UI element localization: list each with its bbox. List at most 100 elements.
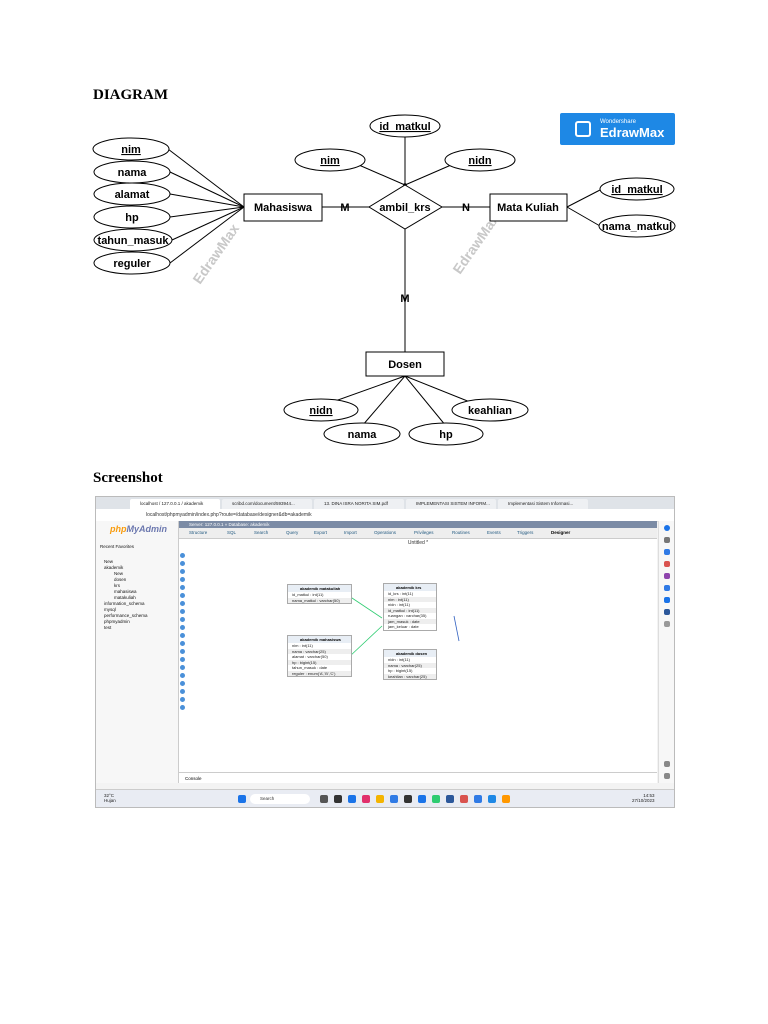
table-title[interactable]: akademik mahasiswa bbox=[288, 636, 351, 643]
tree-item[interactable]: New bbox=[104, 559, 114, 564]
word-icon[interactable] bbox=[664, 609, 670, 615]
person-icon[interactable] bbox=[664, 573, 670, 579]
taskbar-app-icon[interactable] bbox=[460, 795, 468, 803]
attr-mahasiswa-hp: hp bbox=[125, 212, 139, 224]
edrawmax-brand-small: Wondershare bbox=[600, 119, 636, 125]
designer-tool-icon[interactable] bbox=[180, 641, 185, 646]
tree-item[interactable]: matakuliah bbox=[114, 595, 136, 600]
tree-item[interactable]: akademik bbox=[104, 565, 124, 570]
tab-structure[interactable]: Structure bbox=[189, 530, 208, 535]
designer-tool-icon[interactable] bbox=[180, 697, 185, 702]
designer-tool-icon[interactable] bbox=[180, 625, 185, 630]
cardinality-down: M bbox=[400, 293, 409, 305]
taskbar-search[interactable]: Search bbox=[250, 794, 310, 804]
tag-icon[interactable] bbox=[664, 549, 670, 555]
tab-events[interactable]: Events bbox=[487, 530, 501, 535]
designer-tool-icon[interactable] bbox=[180, 601, 185, 606]
tab-query[interactable]: Query bbox=[286, 530, 299, 535]
taskbar-app-icon[interactable] bbox=[502, 795, 510, 803]
tab-phpmyadmin[interactable]: localhost / 127.0.0.1 / akademik bbox=[130, 499, 220, 509]
designer-table-krs[interactable]: akademik krs id_krs : int(11) nim : int(… bbox=[383, 583, 437, 631]
taskbar-app-icon[interactable] bbox=[474, 795, 482, 803]
tab-operations[interactable]: Operations bbox=[374, 530, 397, 535]
taskbar-app-icon[interactable] bbox=[404, 795, 412, 803]
tab-implementasi-1[interactable]: IMPLEMENTASI SISTEM INFORM... bbox=[406, 499, 496, 509]
taskbar-app-icon[interactable] bbox=[446, 795, 454, 803]
tree-item[interactable]: mysql bbox=[104, 607, 116, 612]
tree-item[interactable]: dosen bbox=[114, 577, 127, 582]
copilot-icon[interactable] bbox=[664, 525, 670, 531]
designer-table-dosen[interactable]: akademik dosen nidn : int(11) nama : var… bbox=[383, 649, 437, 680]
tree-item[interactable]: performance_schema bbox=[104, 613, 148, 618]
taskbar-clock[interactable]: 14:53 27/10/2023 bbox=[632, 793, 655, 803]
table-row: nim : int(11) bbox=[292, 643, 313, 648]
pma-recent-favorites[interactable]: Recent Favorites bbox=[100, 544, 135, 549]
tree-item[interactable]: test bbox=[104, 625, 112, 630]
tree-item[interactable]: New bbox=[114, 571, 124, 576]
tab-triggers[interactable]: Triggers bbox=[517, 530, 534, 535]
tab-designer[interactable]: Designer bbox=[551, 530, 571, 535]
tree-item[interactable]: mahasiswa bbox=[114, 589, 137, 594]
designer-tool-icon[interactable] bbox=[180, 569, 185, 574]
url-text[interactable]: localhost/phpmyadmin/index.php?route=/da… bbox=[146, 512, 312, 518]
taskbar-app-icon[interactable] bbox=[488, 795, 496, 803]
designer-table-matakuliah[interactable]: akademik matakuliah id_matkul : int(11) … bbox=[287, 584, 352, 604]
office-icon[interactable] bbox=[664, 585, 670, 591]
table-title[interactable]: akademik dosen bbox=[384, 650, 436, 657]
console-bar[interactable]: Console bbox=[179, 772, 657, 783]
designer-tool-icon[interactable] bbox=[180, 609, 185, 614]
designer-tool-icon[interactable] bbox=[180, 553, 185, 558]
attr-mahasiswa-reguler: reguler bbox=[113, 258, 151, 270]
tab-export[interactable]: Export bbox=[314, 530, 328, 535]
clock-date: 27/10/2023 bbox=[632, 798, 655, 803]
designer-tool-icon[interactable] bbox=[180, 617, 185, 622]
taskbar-app-icon[interactable] bbox=[418, 795, 426, 803]
designer-tool-icon[interactable] bbox=[180, 593, 185, 598]
attr-krs-id-matkul: id_matkul bbox=[379, 121, 430, 133]
designer-tool-icon[interactable] bbox=[180, 665, 185, 670]
attr-dosen-nidn: nidn bbox=[309, 405, 332, 417]
tab-pdf[interactable]: 13. DINA ISRA NORITA SIM.pdf bbox=[314, 499, 404, 509]
designer-tool-icon[interactable] bbox=[180, 673, 185, 678]
designer-tool-icon[interactable] bbox=[180, 657, 185, 662]
tree-item[interactable]: information_schema bbox=[104, 601, 145, 606]
taskbar-app-icon[interactable] bbox=[334, 795, 342, 803]
breadcrumb[interactable]: Server: 127.0.0.1 » Database: akademik bbox=[179, 521, 657, 528]
taskbar-app-icon[interactable] bbox=[320, 795, 328, 803]
designer-tool-icon[interactable] bbox=[180, 649, 185, 654]
table-title[interactable]: akademik krs bbox=[384, 584, 436, 591]
designer-tool-icon[interactable] bbox=[180, 585, 185, 590]
designer-tool-icon[interactable] bbox=[180, 705, 185, 710]
designer-tool-icon[interactable] bbox=[180, 633, 185, 638]
tab-scribd[interactable]: scribd.com/document/593944... bbox=[222, 499, 312, 509]
add-icon[interactable] bbox=[664, 621, 670, 627]
outlook-icon[interactable] bbox=[664, 597, 670, 603]
designer-table-mahasiswa[interactable]: akademik mahasiswa nim : int(11) nama : … bbox=[287, 635, 352, 677]
tree-item[interactable]: phpmyadmin bbox=[104, 619, 130, 624]
designer-tool-icon[interactable] bbox=[180, 689, 185, 694]
designer-tool-icon[interactable] bbox=[180, 681, 185, 686]
windows-start-icon[interactable] bbox=[238, 795, 246, 803]
layout-icon[interactable] bbox=[664, 761, 670, 767]
tab-search[interactable]: Search bbox=[254, 530, 269, 535]
taskbar-app-icon[interactable] bbox=[376, 795, 384, 803]
table-row: nama : varchar(25) bbox=[288, 648, 351, 654]
tab-import[interactable]: Import bbox=[344, 530, 357, 535]
tree-item[interactable]: krs bbox=[114, 583, 120, 588]
designer-tool-icon[interactable] bbox=[180, 577, 185, 582]
weather-widget[interactable]: 32°C Hujan bbox=[104, 793, 116, 803]
table-title[interactable]: akademik matakuliah bbox=[288, 585, 351, 592]
tab-implementasi-2[interactable]: Implementasi Sistem Informasi... bbox=[498, 499, 588, 509]
edrawmax-badge: Wondershare EdrawMax bbox=[560, 113, 675, 145]
settings-icon[interactable] bbox=[664, 773, 670, 779]
bag-icon[interactable] bbox=[664, 561, 670, 567]
designer-tool-icon[interactable] bbox=[180, 561, 185, 566]
tab-routines[interactable]: Routines bbox=[452, 530, 470, 535]
taskbar-app-icon[interactable] bbox=[348, 795, 356, 803]
taskbar-app-icon[interactable] bbox=[432, 795, 440, 803]
tab-privileges[interactable]: Privileges bbox=[414, 530, 434, 535]
taskbar-app-icon[interactable] bbox=[390, 795, 398, 803]
taskbar-app-icon[interactable] bbox=[362, 795, 370, 803]
tab-sql[interactable]: SQL bbox=[227, 530, 237, 535]
search-icon[interactable] bbox=[664, 537, 670, 543]
